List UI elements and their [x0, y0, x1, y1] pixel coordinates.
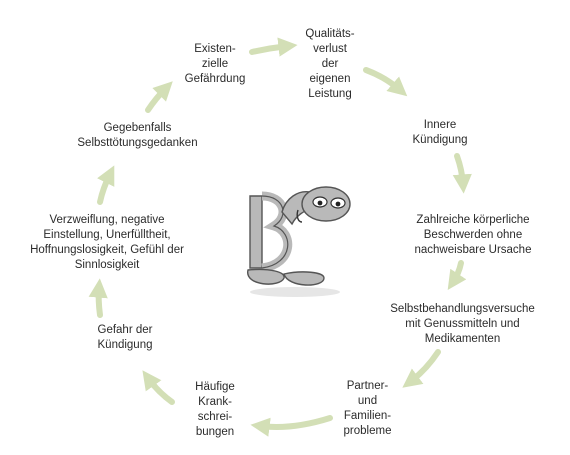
arrow-9	[97, 165, 115, 205]
arrow-6	[250, 415, 333, 437]
arrow-1	[249, 37, 298, 57]
arrow-8	[88, 278, 108, 318]
arrow-10	[145, 81, 173, 113]
node-verzweiflung: Verzweiflung, negative Einstellung, Uner…	[30, 214, 184, 271]
node-qualitaetsverlust: Qualitäts- verlust der eigenen Leistung	[305, 28, 355, 100]
mascot-foot-left	[247, 268, 285, 285]
arrow-3	[452, 153, 472, 194]
node-koerperliche-beschwerden: Zahlreiche körperliche Beschwerden ohne …	[414, 214, 532, 256]
mascot-foot-right	[283, 271, 325, 286]
mascot-hand	[296, 209, 303, 223]
node-gefahr-kuendigung: Gefahr der Kündigung	[97, 324, 153, 351]
arrow-4	[447, 260, 467, 290]
arrow-5	[402, 349, 441, 388]
arrow-2	[363, 67, 408, 97]
node-krankschreibungen: Häufige Krank- schrei- bungen	[195, 381, 235, 438]
mascot-shadow	[250, 287, 340, 297]
node-existenzielle-gefaehrdung: Existen- zielle Gefährdung	[184, 43, 246, 85]
mascot-illustration	[247, 186, 351, 297]
arrow-7	[142, 370, 175, 405]
node-selbsttoetungsgedanken: Gegebenfalls Selbsttötungsgedanken	[77, 122, 198, 149]
node-selbstbehandlung: Selbstbehandlungsversuche mit Genussmitt…	[390, 303, 535, 345]
node-innere-kuendigung: Innere Kündigung	[412, 119, 468, 146]
node-partner-familienprobleme: Partner- und Familien- probleme	[343, 380, 392, 437]
mascot-body	[249, 195, 263, 269]
